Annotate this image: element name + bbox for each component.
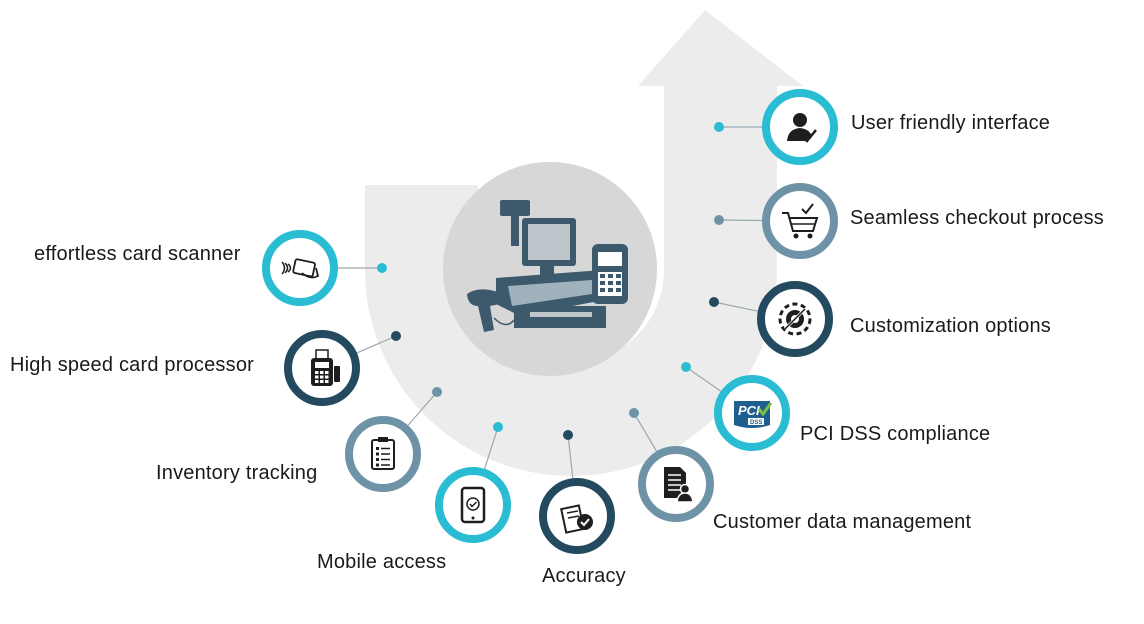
feature-node-customer-data-management xyxy=(638,446,714,522)
connector-mobile-access xyxy=(484,426,499,469)
svg-text:DSS: DSS xyxy=(750,420,762,426)
connector-customization-options xyxy=(713,301,758,312)
connector-customer-data-management xyxy=(633,412,658,452)
clipboard-list-icon xyxy=(371,437,395,470)
connector-dot-pci-dss-compliance xyxy=(681,362,691,372)
connector-dot-customization-options xyxy=(709,297,719,307)
ring-effortless-card-scanner xyxy=(262,230,338,306)
cart-check-icon xyxy=(782,203,819,239)
connector-dot-mobile-access xyxy=(493,422,503,432)
label-accuracy: Accuracy xyxy=(542,565,626,587)
connector-pci-dss-compliance xyxy=(685,366,722,392)
feature-node-high-speed-card-processor xyxy=(284,330,360,406)
feature-node-customization-options xyxy=(757,281,833,357)
connector-seamless-checkout-process xyxy=(718,219,763,222)
feature-node-pci-dss-compliance: PCI DSS xyxy=(714,375,790,451)
connector-accuracy xyxy=(567,434,574,479)
label-pci-dss-compliance: PCI DSS compliance xyxy=(800,423,991,445)
label-effortless-card-scanner: effortless card scanner xyxy=(34,243,241,265)
gear-wrench-icon xyxy=(778,302,812,336)
card-terminal-icon xyxy=(311,349,340,386)
connector-dot-high-speed-card-processor xyxy=(391,331,401,341)
document-user-icon xyxy=(664,467,694,503)
feature-node-accuracy xyxy=(539,478,615,554)
feature-node-inventory-tracking xyxy=(345,416,421,492)
tablet-check-icon xyxy=(460,486,486,524)
feature-nodes: PCI DSS xyxy=(262,89,838,554)
label-seamless-checkout-process: Seamless checkout process xyxy=(850,207,1105,229)
label-user-friendly-interface: User friendly interface xyxy=(851,112,1051,134)
connector-dot-inventory-tracking xyxy=(432,387,442,397)
pci-dss-logo-icon: PCI DSS xyxy=(734,401,773,428)
feature-node-seamless-checkout-process xyxy=(762,183,838,259)
feature-node-effortless-card-scanner xyxy=(262,230,338,306)
contactless-card-icon xyxy=(281,258,320,279)
label-customization-options: Customization options xyxy=(850,315,1051,337)
connector-dot-customer-data-management xyxy=(629,408,639,418)
label-high-speed-card-processor: High speed card processor xyxy=(10,354,255,376)
connector-dot-seamless-checkout-process xyxy=(714,215,724,225)
connectors xyxy=(338,122,763,479)
connector-inventory-tracking xyxy=(407,391,438,426)
connector-dot-user-friendly-interface xyxy=(714,122,724,132)
user-check-icon xyxy=(787,113,817,143)
connector-dot-accuracy xyxy=(563,430,573,440)
u-arrow-shape xyxy=(365,10,803,476)
pos-terminal-icon xyxy=(467,200,628,332)
svg-text:PCI: PCI xyxy=(738,403,760,418)
label-inventory-tracking: Inventory tracking xyxy=(156,462,318,484)
receipt-check-icon xyxy=(560,504,593,534)
ring-seamless-checkout-process xyxy=(762,183,838,259)
feature-node-mobile-access xyxy=(435,467,511,543)
connector-high-speed-card-processor xyxy=(356,335,397,354)
feature-node-user-friendly-interface xyxy=(762,89,838,165)
label-mobile-access: Mobile access xyxy=(317,551,447,573)
label-customer-data-management: Customer data management xyxy=(713,511,972,533)
connector-dot-effortless-card-scanner xyxy=(377,263,387,273)
